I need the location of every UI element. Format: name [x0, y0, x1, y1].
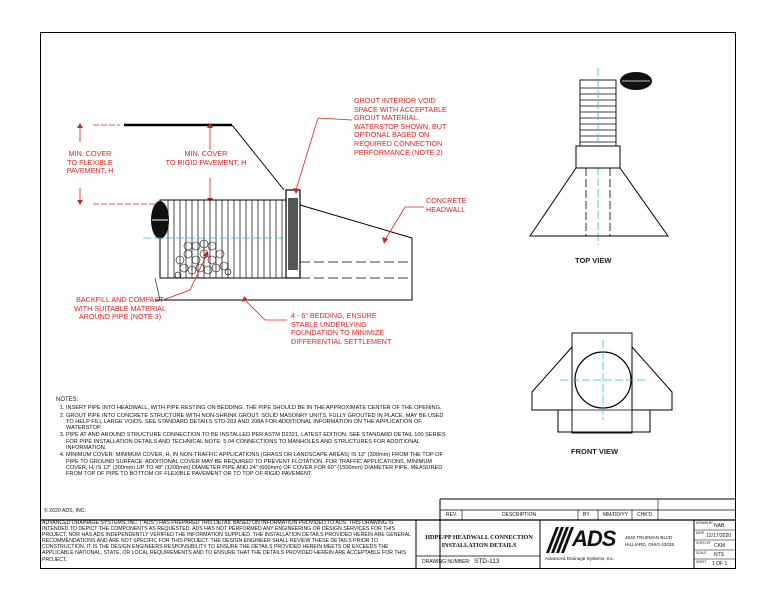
- disclaimer: ADVANCED DRAINAGE SYSTEMS, INC. ("ADS") …: [42, 520, 411, 563]
- top-view-drawing: [529, 68, 669, 245]
- checked-by-label: CHK'D BY: [696, 541, 711, 545]
- drawing-number: STD-113: [474, 558, 500, 565]
- date-label: DATE: [696, 531, 705, 535]
- front-view-drawing: [531, 332, 673, 434]
- address-line-1: 4640 TRUEMAN BLVD: [625, 535, 673, 540]
- note-item: MINIMUM COVER: MINIMUM COVER, H, IN NON-…: [66, 452, 448, 477]
- drawn-by-label: DRAWN BY: [696, 521, 714, 525]
- front-view-title: FRONT VIEW: [571, 447, 619, 456]
- top-view-title: TOP VIEW: [575, 256, 612, 265]
- drawing-number-label: DRAWING NUMBER:: [422, 559, 471, 565]
- corrugated-pipe: [159, 199, 289, 279]
- notes-heading: NOTES:: [56, 397, 79, 403]
- description-header: DESCRIPTION: [502, 512, 537, 518]
- drawing-sheet: [40, 32, 736, 569]
- note-item: PIPE AT AND AROUND STRUCTURE CONNECTION …: [66, 432, 448, 451]
- copyright: © 2020 ADS, INC.: [44, 508, 86, 514]
- pavement-slope: [231, 124, 285, 191]
- note-item: GROUT PIPE INTO CONCRETE STRUCTURE WITH …: [66, 413, 448, 432]
- scale-value: NTS: [714, 552, 724, 558]
- note-item: INSERT PIPE INTO HEADWALL, WITH PIPE RES…: [66, 405, 448, 411]
- rev-header: REV.: [446, 512, 458, 518]
- address-line-2: HILLIARD, OHIO 43026: [625, 542, 675, 547]
- by-header: BY: [583, 512, 590, 518]
- drawing-title: HDPE/PP HEADWALL CONNECTION INSTALLATION…: [425, 534, 533, 549]
- title-block-grid: [40, 498, 736, 569]
- ads-logo-mark: [546, 527, 574, 553]
- scale-label: SCALE: [696, 551, 707, 555]
- sheet-value: 1 OF 1: [712, 561, 728, 567]
- company-name: Advanced Drainage Systems, Inc.: [545, 556, 615, 561]
- date-value: 12/17/2020: [706, 533, 732, 539]
- notes-section: NOTES: INSERT PIPE INTO HEADWALL, WITH P…: [56, 397, 448, 479]
- checked-by: CKM: [714, 543, 726, 549]
- date-header: MM/DD/YY: [603, 512, 628, 518]
- chkd-header: CHK'D: [637, 512, 653, 518]
- sheet-label: SHEET: [696, 560, 707, 564]
- concrete-headwall: [285, 189, 413, 301]
- ads-logo: ADS: [572, 526, 616, 551]
- drawn-by: NAB: [714, 523, 725, 529]
